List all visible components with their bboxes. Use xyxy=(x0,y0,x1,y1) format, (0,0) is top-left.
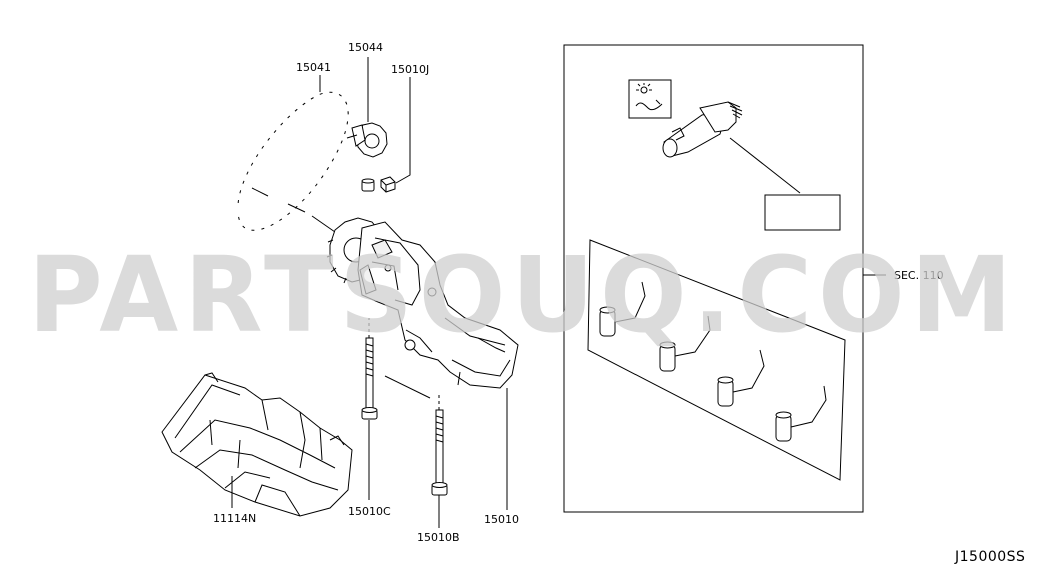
leader-lines xyxy=(231,57,508,528)
watermark-text: PARTSOUQ.COM xyxy=(28,234,1018,356)
bolt-part-15010b[interactable] xyxy=(431,409,448,496)
label-15044: 15044 xyxy=(348,41,383,54)
label-15010b: 15010B xyxy=(417,531,460,544)
label-15010c: 15010C xyxy=(348,505,391,518)
sensor-connector-4[interactable] xyxy=(775,385,827,442)
label-15010: 15010 xyxy=(484,513,519,526)
oil-pump-part-15010[interactable] xyxy=(326,217,519,389)
sec-110-inset-box xyxy=(563,44,886,513)
callout-box xyxy=(764,194,841,231)
drawing-code: J15000SS xyxy=(954,549,1025,565)
sensor-connector-3[interactable] xyxy=(717,349,765,407)
label-11114n: 11114N xyxy=(213,512,256,525)
sensor-connector-1[interactable] xyxy=(599,281,646,337)
sensor-connector-2[interactable] xyxy=(659,315,711,372)
baffle-plate-part-11114n[interactable] xyxy=(161,372,353,517)
timing-chain-part-15041[interactable] xyxy=(234,89,352,234)
sprocket-part-15044[interactable] xyxy=(346,122,388,158)
label-15010j: 15010J xyxy=(391,63,429,76)
oil-pressure-switch[interactable] xyxy=(662,101,743,158)
section-reference-label: SEC. 110 xyxy=(894,269,944,282)
bolt-part-15010c[interactable] xyxy=(361,337,378,420)
bushing-part-15010j[interactable] xyxy=(361,176,396,193)
label-15041: 15041 xyxy=(296,61,331,74)
oil-pressure-warning-symbol xyxy=(628,79,672,119)
